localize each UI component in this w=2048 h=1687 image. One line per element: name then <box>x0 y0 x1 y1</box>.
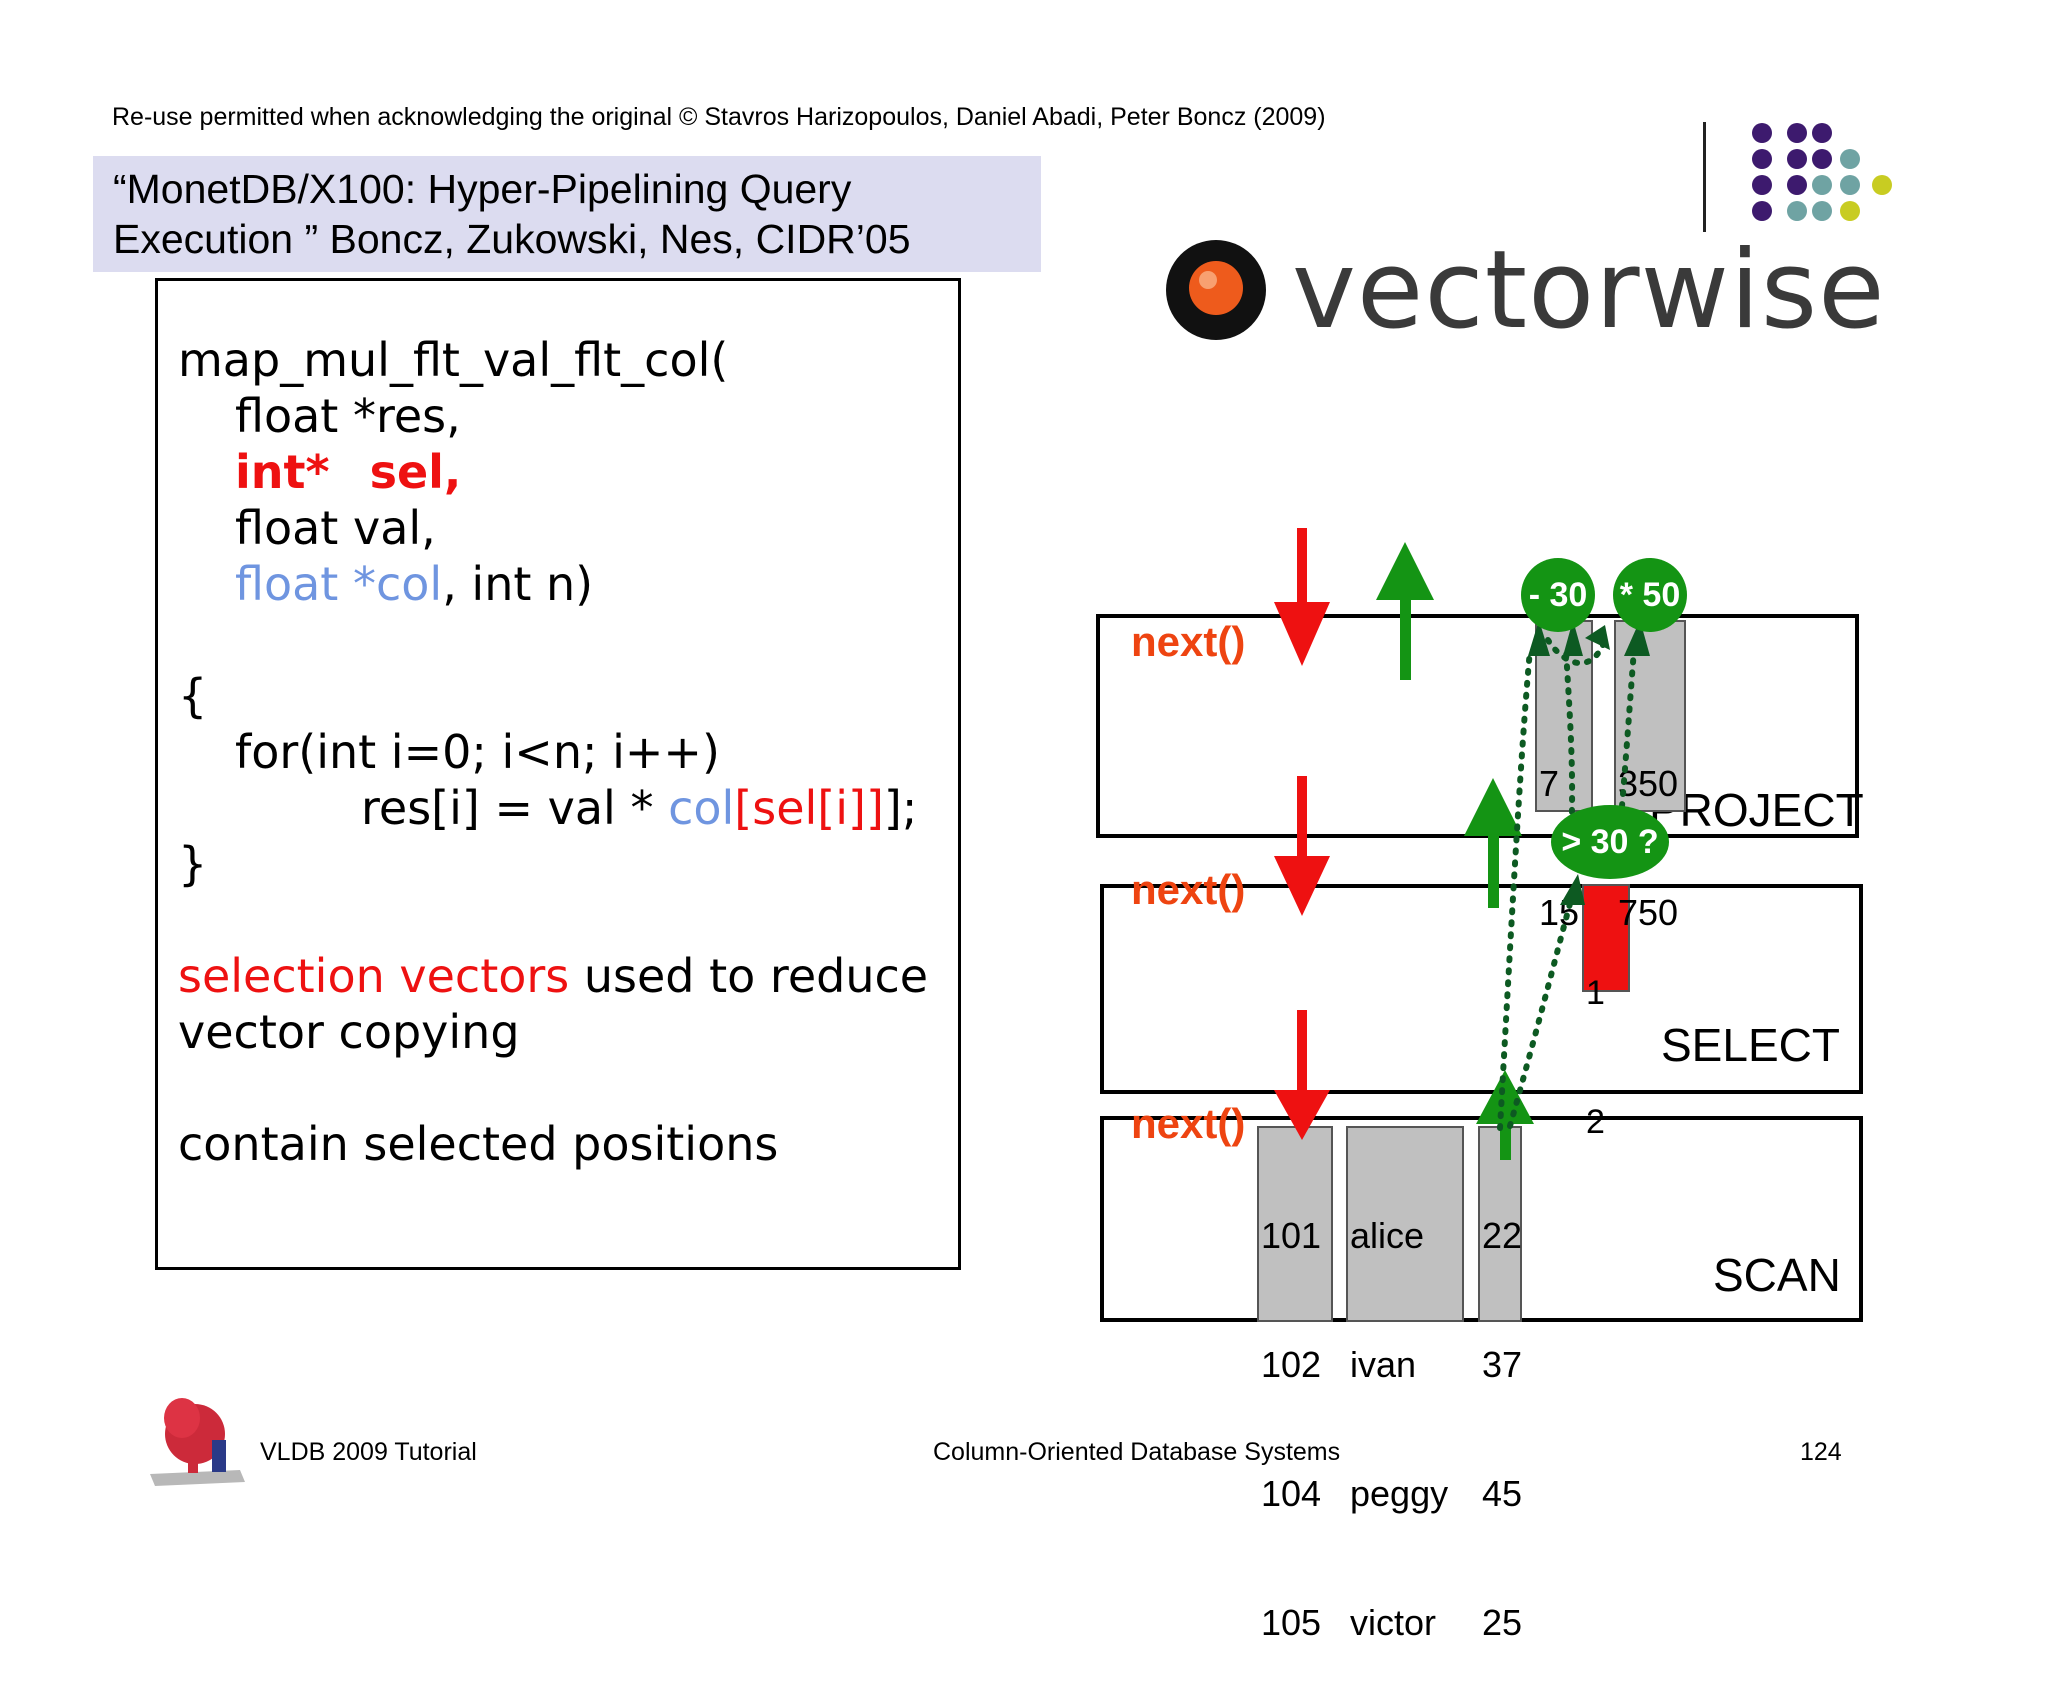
scan-name-cell: alice <box>1350 1215 1425 1256</box>
code-body-sel: [sel[i]] <box>734 781 884 835</box>
code-n: , int n) <box>442 557 594 611</box>
logo-divider <box>1703 122 1706 232</box>
red-next-arrow <box>1274 528 1330 666</box>
scan-id-cell: 101 <box>1261 1215 1322 1256</box>
select-operator-box <box>1100 884 1863 1094</box>
dot-grid <box>1752 123 1892 221</box>
footer-event: VLDB 2009 Tutorial <box>260 1438 477 1466</box>
lion-logo <box>150 1398 245 1486</box>
code-close-brace: } <box>178 837 208 891</box>
scan-age-cell: 37 <box>1482 1344 1523 1385</box>
vectorwise-logo-text: vectorwise <box>1292 228 1886 353</box>
reference-box: “MonetDB/X100: Hyper-Pipelining Query Ex… <box>93 156 1041 272</box>
code-body-end: ]; <box>883 781 918 835</box>
code-param-sel: int* sel, <box>235 445 461 499</box>
code-body-col: col <box>668 781 735 835</box>
scan-id-cell: 102 <box>1261 1344 1322 1385</box>
scan-age-cell: 25 <box>1482 1602 1523 1643</box>
next-call-scan: next() <box>1131 1100 1246 1147</box>
scan-id-cell: 104 <box>1261 1473 1322 1514</box>
scan-name-cell: peggy <box>1350 1473 1449 1514</box>
selection-vector: 1 2 <box>1582 884 1630 1141</box>
times-50-operator: * 50 <box>1613 558 1687 632</box>
page-number: 124 <box>1800 1438 1842 1466</box>
code-col: float *col <box>235 557 443 611</box>
green-return-arrow <box>1376 542 1434 680</box>
lion-icon <box>150 1398 245 1486</box>
scan-id-cell: 105 <box>1261 1602 1322 1643</box>
note-line-1: selection vectors used to reduce <box>178 949 928 1003</box>
scan-name-cell: victor <box>1350 1602 1437 1643</box>
code-param-res: float *res, <box>235 389 461 443</box>
project-times-cell: 350 <box>1618 763 1679 804</box>
footer-title: Column-Oriented Database Systems <box>933 1438 1341 1466</box>
note-used: used to reduce <box>569 949 929 1003</box>
copyright-notice: Re-use permitted when acknowledging the … <box>112 103 1326 131</box>
greater-than-30-predicate: > 30 ? <box>1551 805 1669 879</box>
scan-name-column: alice ivan peggy victor <box>1346 1126 1464 1643</box>
reference-line-1: “MonetDB/X100: Hyper-Pipelining Query <box>113 166 852 212</box>
logo-orb <box>1166 240 1266 340</box>
code-signature: map_mul_flt_val_flt_col( <box>178 333 729 387</box>
scan-age-cell: 45 <box>1482 1473 1523 1514</box>
scan-name-cell: ivan <box>1350 1344 1417 1385</box>
code-box: map_mul_flt_val_flt_col( float *res, int… <box>155 278 961 1270</box>
code-for-loop: for(int i=0; i<n; i++) <box>235 725 720 779</box>
next-call-select: next() <box>1131 866 1246 913</box>
selection-vector-cell: 1 <box>1586 974 1605 1012</box>
reference-line-2: Execution ” Boncz, Zukowski, Nes, CIDR’0… <box>113 216 911 262</box>
project-minus-cell: 7 <box>1539 763 1560 804</box>
scan-label: SCAN <box>1713 1249 1841 1301</box>
red-next-arrow <box>1274 776 1330 916</box>
code-body-start: res[i] = val * <box>361 781 669 835</box>
logo-dots <box>1166 123 1892 340</box>
project-times-column: 350 750 <box>1614 620 1686 933</box>
select-label: SELECT <box>1661 1019 1840 1071</box>
code-param-col: float *col, int n) <box>235 557 593 611</box>
note-line-3: contain selected positions <box>178 1117 779 1171</box>
code-param-val: float val, <box>235 501 436 555</box>
next-call-project: next() <box>1131 618 1246 665</box>
note-line-2: vector copying <box>178 1005 520 1059</box>
note-selection-vectors: selection vectors <box>178 949 570 1003</box>
dark-green-arrowheads <box>1528 620 1650 905</box>
minus-30-operator: - 30 <box>1521 558 1595 632</box>
green-return-arrow <box>1464 778 1522 908</box>
code-sel: sel, <box>369 445 462 499</box>
scan-age-cell: 22 <box>1482 1215 1523 1256</box>
selection-vector-cell: 2 <box>1586 1103 1605 1141</box>
green-return-arrow <box>1476 1070 1534 1160</box>
code-open-brace: { <box>178 669 208 723</box>
red-next-arrow <box>1274 1010 1330 1140</box>
code-body: res[i] = val * col[sel[i]]]; <box>361 781 917 835</box>
project-times-cell: 750 <box>1618 892 1679 933</box>
code-int-ptr: int* <box>235 445 330 499</box>
